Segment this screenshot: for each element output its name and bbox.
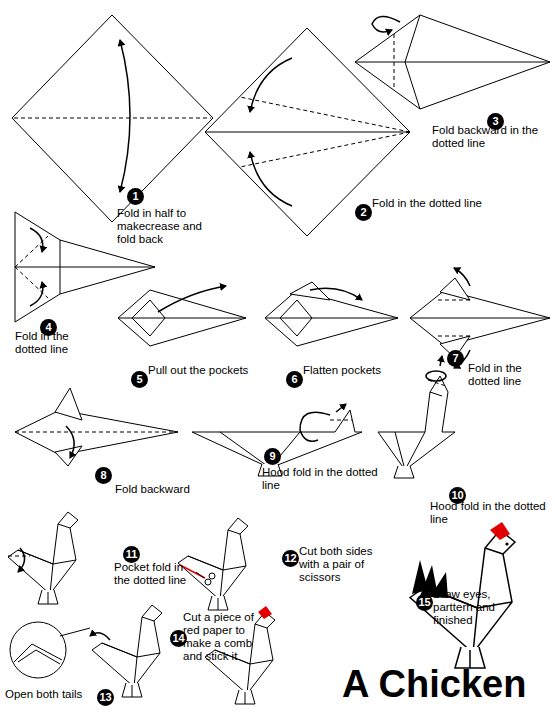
instruction-text: Flatten pockets xyxy=(303,364,403,377)
instruction-text: Fold in half to makecrease and fold back xyxy=(117,207,222,246)
step-number: 9 xyxy=(264,448,281,465)
instruction-text: Pull out the pockets xyxy=(148,364,273,377)
step-number: 5 xyxy=(131,371,148,388)
step-number-text: 12 xyxy=(284,552,296,564)
step-number-text: 15 xyxy=(418,596,430,608)
instruction-text: Fold in the dotted line xyxy=(372,197,532,210)
instruction-text: Cut both sides with a pair of scissors xyxy=(299,545,384,584)
step-number-text: 5 xyxy=(136,373,142,385)
step-number: 13 xyxy=(97,689,114,706)
step-number: 11 xyxy=(123,546,140,563)
step-number: 12 xyxy=(282,550,299,567)
step-number-text: 2 xyxy=(360,206,366,218)
step-number-text: 13 xyxy=(99,691,111,703)
step-number-text: 11 xyxy=(126,548,138,560)
instruction-text: Fold in the dotted line xyxy=(15,330,90,356)
instruction-text: Open both tails xyxy=(5,688,100,701)
step-number-text: 1 xyxy=(132,190,138,202)
instruction-text: Fold backward in the dotted line xyxy=(432,124,552,150)
step-number-text: 8 xyxy=(100,469,106,481)
step-number-text: 9 xyxy=(269,450,275,462)
step-number-text: 14 xyxy=(172,632,184,644)
instruction-text: Hood fold in the dotted line xyxy=(430,500,552,526)
step-number: 2 xyxy=(355,204,372,221)
step-number: 8 xyxy=(95,467,112,484)
step-number: 15 xyxy=(416,594,433,611)
instruction-text: Hood fold in the dotted line xyxy=(262,466,392,492)
instruction-text: Pocket fold in the dotted line xyxy=(114,561,192,587)
step-number-text: 6 xyxy=(291,373,297,385)
step-number: 1 xyxy=(127,188,144,205)
title: A Chicken xyxy=(342,662,526,706)
step-number-text: 10 xyxy=(451,489,463,501)
instruction-text: Fold in the dotted line xyxy=(468,362,548,388)
instruction-text: Cut a piece of red paper to make a comb … xyxy=(183,611,258,663)
instruction-text: Draw eyes, parttern and finished xyxy=(433,588,518,627)
step-number: 7 xyxy=(447,350,464,367)
instruction-text: Fold backward xyxy=(115,483,215,496)
step-number-text: 7 xyxy=(452,352,458,364)
step-number: 6 xyxy=(286,371,303,388)
